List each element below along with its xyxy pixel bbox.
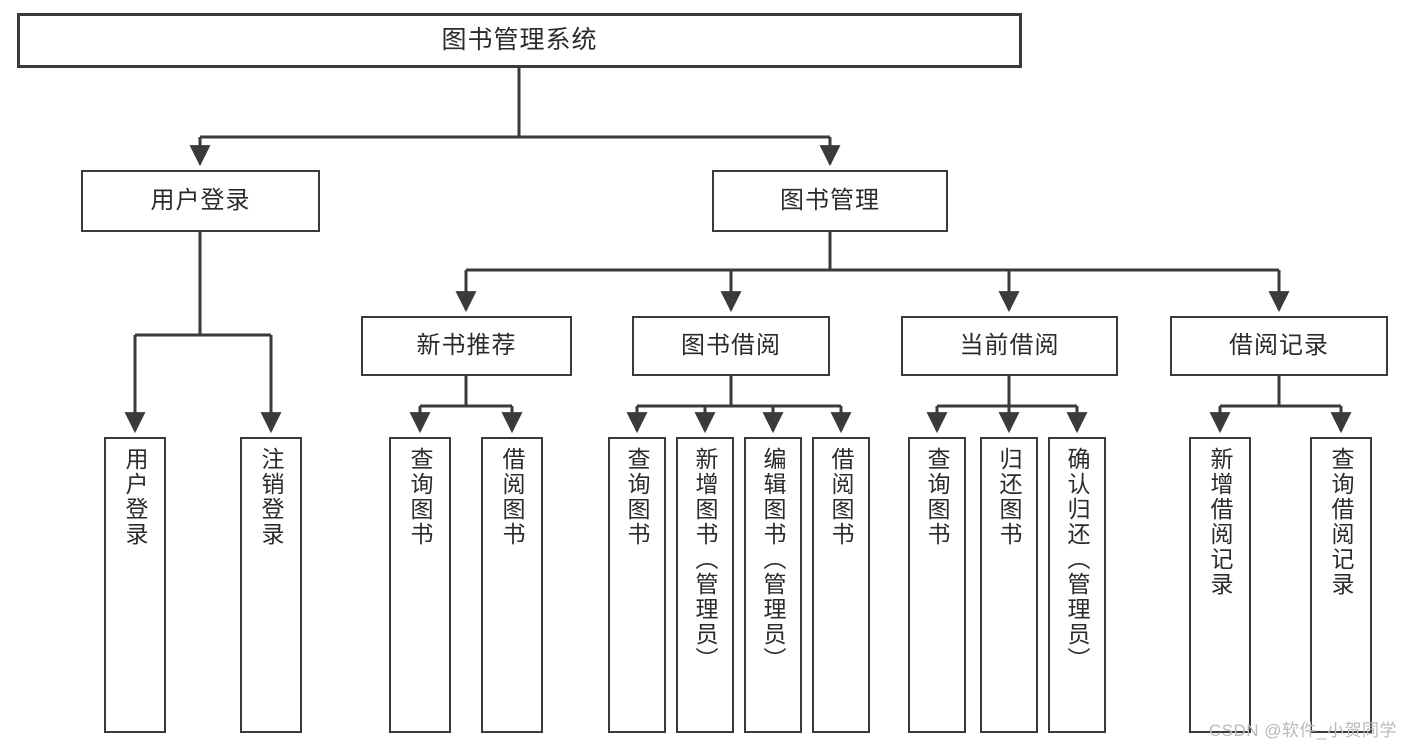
node-leaf-query-book-3[interactable]: 查询图书 (908, 437, 966, 733)
watermark-text: CSDN @软件_小贺同学 (1208, 721, 1397, 740)
node-leaf-logout-label: 注销登录 (258, 447, 285, 547)
node-leaf-borrow-book-1[interactable]: 借阅图书 (481, 437, 543, 733)
node-leaf-confirm-return[interactable]: 确认归还（管理员） (1048, 437, 1106, 733)
node-book-manage[interactable]: 图书管理 (712, 170, 948, 232)
node-leaf-query-book-2-label: 查询图书 (624, 447, 651, 547)
node-book-borrow[interactable]: 图书借阅 (632, 316, 830, 376)
node-leaf-query-record[interactable]: 查询借阅记录 (1310, 437, 1372, 733)
node-leaf-query-book-2[interactable]: 查询图书 (608, 437, 666, 733)
node-leaf-query-book-1[interactable]: 查询图书 (389, 437, 451, 733)
node-leaf-edit-book[interactable]: 编辑图书（管理员） (744, 437, 802, 733)
node-current-borrow-label: 当前借阅 (959, 331, 1060, 359)
node-new-book-rec[interactable]: 新书推荐 (361, 316, 572, 376)
node-leaf-query-record-label: 查询借阅记录 (1328, 447, 1355, 597)
node-leaf-return-book-label: 归还图书 (996, 447, 1023, 547)
node-borrow-record[interactable]: 借阅记录 (1170, 316, 1388, 376)
node-leaf-edit-book-label: 编辑图书（管理员） (760, 447, 787, 672)
node-leaf-borrow-book-1-label: 借阅图书 (499, 447, 526, 547)
node-leaf-user-login[interactable]: 用户登录 (104, 437, 166, 733)
node-root[interactable]: 图书管理系统 (17, 13, 1022, 68)
node-book-manage-label: 图书管理 (780, 186, 880, 214)
node-borrow-record-label: 借阅记录 (1229, 331, 1329, 359)
node-leaf-borrow-book-2-label: 借阅图书 (828, 447, 855, 547)
node-leaf-confirm-return-label: 确认归还（管理员） (1064, 447, 1091, 672)
node-root-label: 图书管理系统 (441, 25, 598, 54)
node-user-login[interactable]: 用户登录 (81, 170, 320, 232)
node-leaf-query-book-3-label: 查询图书 (924, 447, 951, 547)
node-leaf-add-record[interactable]: 新增借阅记录 (1189, 437, 1251, 733)
node-leaf-logout[interactable]: 注销登录 (240, 437, 302, 733)
node-leaf-query-book-1-label: 查询图书 (407, 447, 434, 547)
node-leaf-add-book[interactable]: 新增图书（管理员） (676, 437, 734, 733)
node-leaf-return-book[interactable]: 归还图书 (980, 437, 1038, 733)
node-user-login-label: 用户登录 (150, 186, 251, 214)
node-leaf-add-record-label: 新增借阅记录 (1207, 447, 1234, 597)
node-new-book-rec-label: 新书推荐 (416, 331, 517, 359)
node-current-borrow[interactable]: 当前借阅 (901, 316, 1118, 376)
node-leaf-user-login-label: 用户登录 (122, 447, 149, 547)
node-leaf-add-book-label: 新增图书（管理员） (692, 447, 719, 672)
node-leaf-borrow-book-2[interactable]: 借阅图书 (812, 437, 870, 733)
node-book-borrow-label: 图书借阅 (681, 331, 781, 359)
